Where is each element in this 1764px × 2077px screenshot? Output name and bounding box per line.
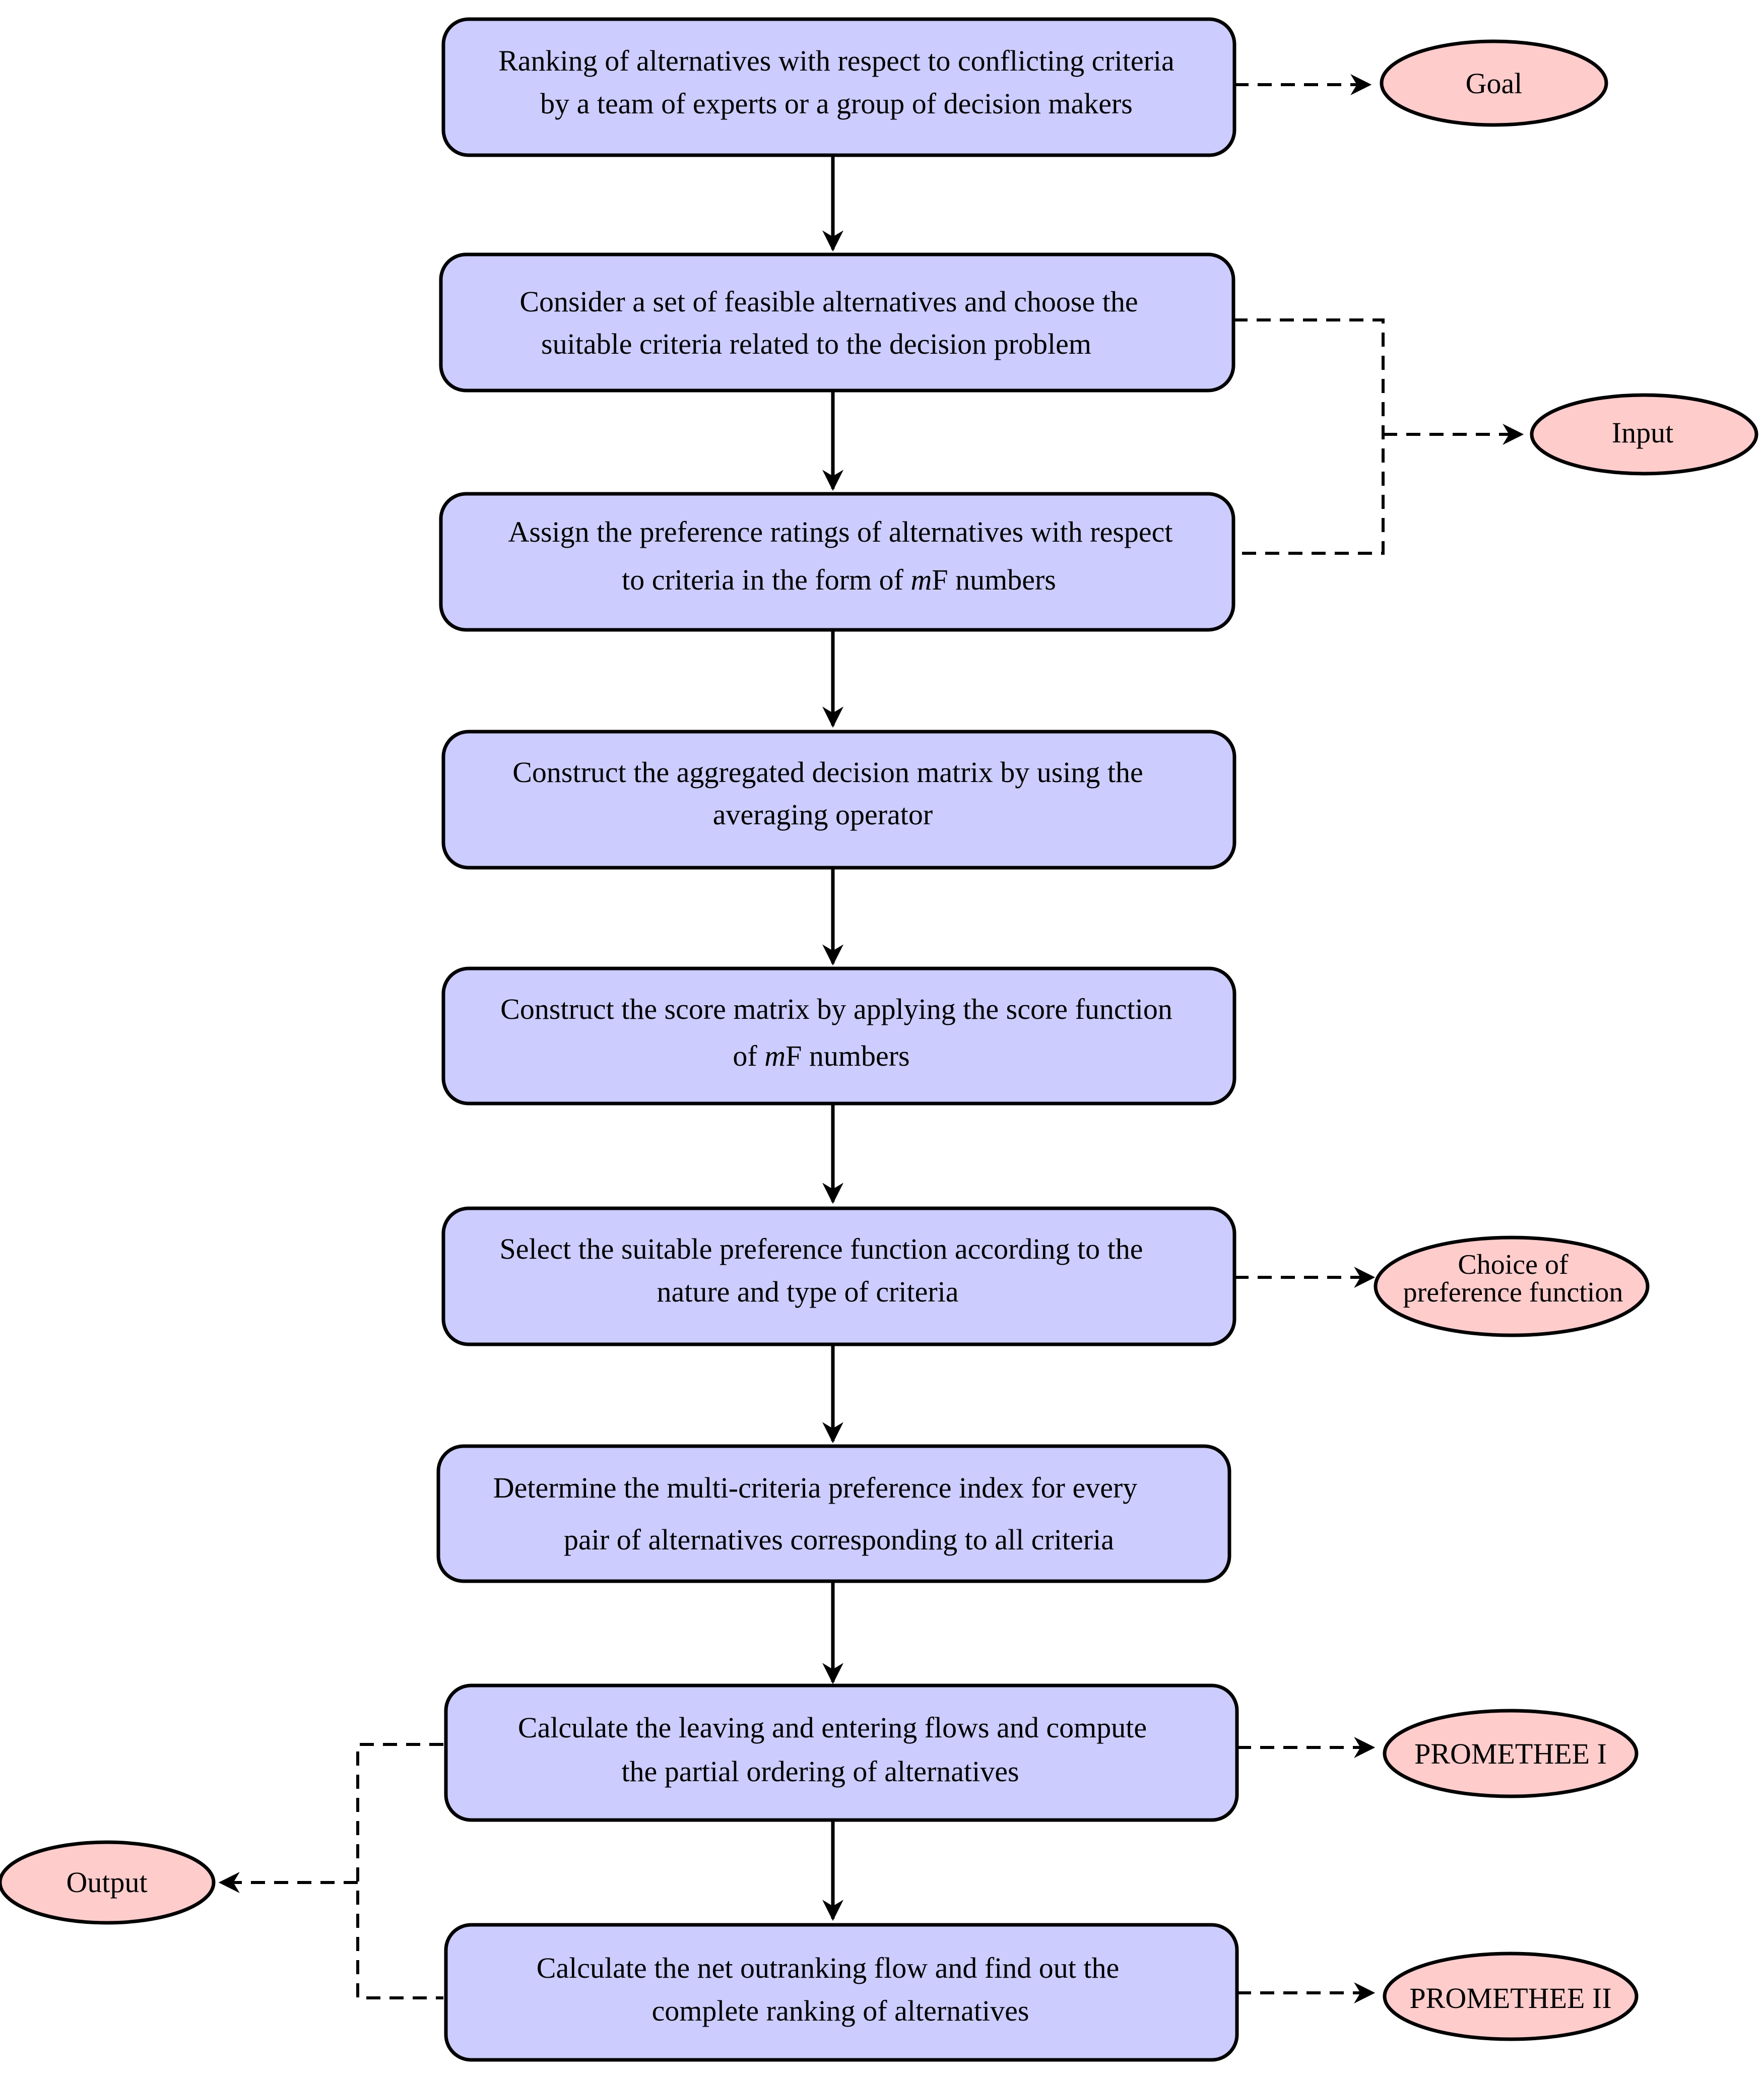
output-label: Output <box>66 1866 147 1899</box>
input-oval <box>1530 393 1758 476</box>
step-1-line-2: by a team of experts or a group of decis… <box>540 87 1133 120</box>
step-8-line-2: the partial ordering of alternatives <box>621 1755 1019 1788</box>
output-oval <box>0 1840 216 1925</box>
step-5-line-2: of mF numbers <box>733 1040 909 1072</box>
oval-texts: Goal Input Choice of preference function… <box>66 67 1673 2015</box>
step-9-line-2: complete ranking of alternatives <box>652 1994 1029 2027</box>
step-3-line-2-suffix: F numbers <box>932 563 1056 596</box>
promethee2-label: PROMETHEE II <box>1409 1982 1611 2015</box>
step-7-line-2: pair of alternatives corresponding to al… <box>564 1523 1114 1556</box>
input-label: Input <box>1612 416 1673 449</box>
step-7-line-1: Determine the multi-criteria preference … <box>493 1471 1138 1504</box>
step-box-5 <box>441 966 1236 1106</box>
step-5-line-1: Construct the score matrix by applying t… <box>500 993 1172 1025</box>
step-texts: Ranking of alternatives with respect to … <box>493 44 1174 2027</box>
step-box-1 <box>441 17 1236 157</box>
step-3-math-m: m <box>910 563 932 596</box>
step-box-2 <box>439 252 1235 393</box>
step-4-line-1: Construct the aggregated decision matrix… <box>512 756 1143 789</box>
promethee1-label: PROMETHEE I <box>1414 1737 1607 1770</box>
step-4-line-2: averaging operator <box>713 798 933 831</box>
promethee1-oval <box>1383 1709 1639 1798</box>
step-3-line-2-text: to criteria in the form of <box>622 563 910 596</box>
step-6-line-1: Select the suitable preference function … <box>499 1232 1143 1265</box>
promethee2-oval <box>1383 1952 1639 2041</box>
step-box-6 <box>441 1206 1236 1346</box>
step-6-line-2: nature and type of criteria <box>657 1275 958 1308</box>
step-box-9 <box>444 1923 1239 2062</box>
step-box-8 <box>444 1683 1239 1822</box>
choice-label-line-1: Choice of <box>1458 1249 1569 1280</box>
goal-label: Goal <box>1466 67 1523 100</box>
choice-oval <box>1374 1236 1650 1337</box>
step-3-line-2: to criteria in the form of mF numbers <box>622 563 1056 596</box>
step-9-line-1: Calculate the net outranking flow and fi… <box>537 1952 1119 1984</box>
step-8-line-1: Calculate the leaving and entering flows… <box>518 1711 1147 1744</box>
connector-input-bracket <box>1233 318 1385 555</box>
step-5-line-2-text: of <box>733 1040 764 1072</box>
step-1-line-1: Ranking of alternatives with respect to … <box>498 44 1174 77</box>
step-boxes <box>436 17 1239 2062</box>
step-5-math-m: m <box>764 1040 786 1072</box>
step-3-line-1: Assign the preference ratings of alterna… <box>508 515 1173 548</box>
step-box-7 <box>436 1444 1231 1583</box>
step-box-3 <box>439 492 1235 632</box>
step-2-line-1: Consider a set of feasible alternatives … <box>519 285 1138 318</box>
goal-oval <box>1380 39 1608 127</box>
dashed-connectors <box>218 74 1524 2003</box>
choice-label-line-2: preference function <box>1403 1277 1623 1308</box>
step-box-4 <box>441 730 1236 870</box>
side-ovals <box>0 39 1758 2041</box>
step-2-line-2: suitable criteria related to the decisio… <box>541 328 1091 360</box>
step-5-line-2-suffix: F numbers <box>786 1040 910 1072</box>
connector-output-bracket <box>356 1743 443 1999</box>
